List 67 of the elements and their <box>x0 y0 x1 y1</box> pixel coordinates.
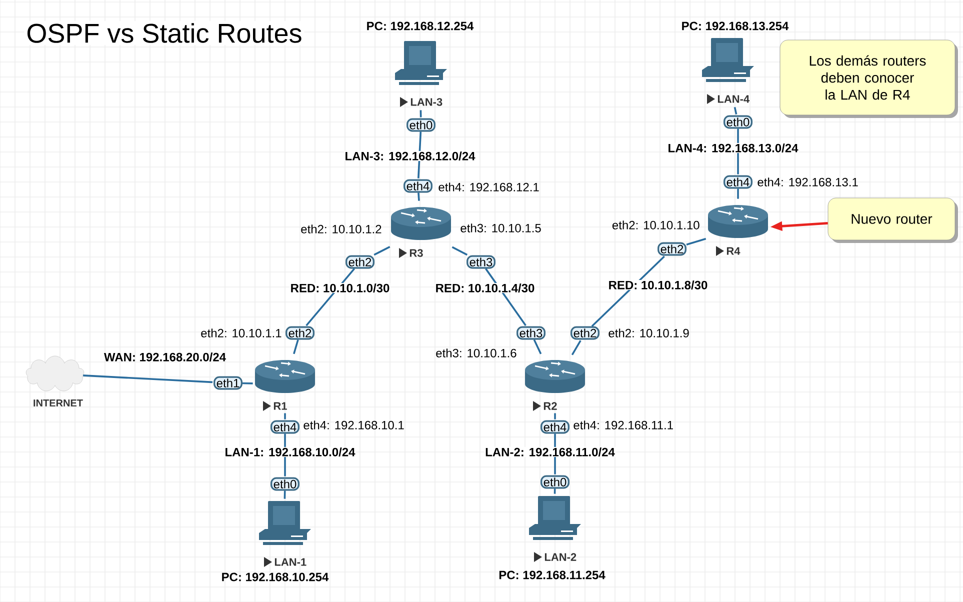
port-badge: eth2 <box>346 255 374 269</box>
port-badge: eth3 <box>516 326 546 340</box>
address-label: PC: 192.168.11.254 <box>499 570 606 580</box>
ip-label: eth4: 192.168.10.1 <box>304 420 404 430</box>
port-badge: eth3 <box>466 255 496 269</box>
network-label: WAN: 192.168.20.0/24 <box>104 352 226 362</box>
device-label: INTERNET <box>34 400 83 406</box>
network-label: LAN-1: 192.168.10.0/24 <box>224 447 356 457</box>
network-label: LAN-3: 192.168.12.0/24 <box>344 151 476 161</box>
cable <box>686 238 706 246</box>
device-label: R1 <box>263 401 287 411</box>
cable <box>374 246 390 256</box>
cable <box>420 110 422 118</box>
device-label: R2 <box>533 401 557 411</box>
ip-label: eth2: 10.10.1.9 <box>608 328 689 338</box>
cable <box>284 490 286 499</box>
cable <box>737 188 739 199</box>
network-label: RED: 10.10.1.0/30 <box>290 283 390 293</box>
port-badge: eth4 <box>404 179 432 193</box>
ip-label: eth4: 192.168.13.1 <box>758 178 858 186</box>
note-box: Los demás routers deben conocer la LAN de R4 <box>780 40 958 118</box>
cable <box>452 246 468 256</box>
ip-label: eth4: 192.168.12.1 <box>438 182 539 192</box>
cable <box>554 413 556 420</box>
address-label: PC: 192.168.13.254 <box>682 22 789 30</box>
port-badge: eth0 <box>724 115 752 129</box>
ip-label: eth2: 10.10.1.1 <box>201 328 282 338</box>
cable <box>418 192 420 201</box>
device-label: LAN-1 <box>264 557 306 567</box>
port-badge: eth2 <box>570 326 600 340</box>
note-box: Nuevo router <box>828 198 958 243</box>
cable <box>293 339 299 354</box>
cable <box>591 256 665 327</box>
cable <box>734 107 738 114</box>
port-badge: eth4 <box>540 420 570 434</box>
device-label: LAN-3 <box>400 97 442 107</box>
ip-label: eth3: 10.10.1.5 <box>460 224 541 232</box>
ip-label: eth3: 10.10.1.6 <box>436 348 516 358</box>
device-label: LAN-2 <box>534 552 576 562</box>
port-badge: eth4 <box>724 175 752 189</box>
cable <box>242 382 253 384</box>
network-label: RED: 10.10.1.4/30 <box>434 283 536 293</box>
port-badge: eth2 <box>658 242 686 256</box>
cable <box>533 339 542 354</box>
ip-label: eth2: 10.10.1.10 <box>612 220 700 230</box>
cable <box>571 340 582 356</box>
network-label: LAN-2: 192.168.11.0/24 <box>484 447 616 457</box>
port-badge: eth1 <box>214 376 242 390</box>
network-label: RED: 10.10.1.8/30 <box>608 280 708 290</box>
cable <box>284 413 286 420</box>
address-label: PC: 192.168.12.254 <box>367 22 474 30</box>
device-label: R3 <box>399 248 423 258</box>
port-badge: eth4 <box>270 420 300 434</box>
network-label: LAN-4: 192.168.13.0/24 <box>667 143 799 153</box>
port-badge: eth0 <box>270 477 300 491</box>
cable <box>554 488 556 494</box>
port-badge: eth0 <box>540 475 570 489</box>
ip-label: eth4: 192.168.11.1 <box>574 420 673 430</box>
port-badge: eth2 <box>286 326 314 340</box>
device-label: LAN-4 <box>707 94 750 104</box>
ip-label: eth2: 10.10.1.2 <box>301 224 382 234</box>
title: OSPF vs Static Routes <box>24 21 304 45</box>
port-badge: eth0 <box>406 118 436 132</box>
device-label: R4 <box>716 246 740 256</box>
cable <box>485 268 526 326</box>
cable <box>83 374 213 384</box>
address-label: PC: 192.168.10.254 <box>222 572 329 582</box>
